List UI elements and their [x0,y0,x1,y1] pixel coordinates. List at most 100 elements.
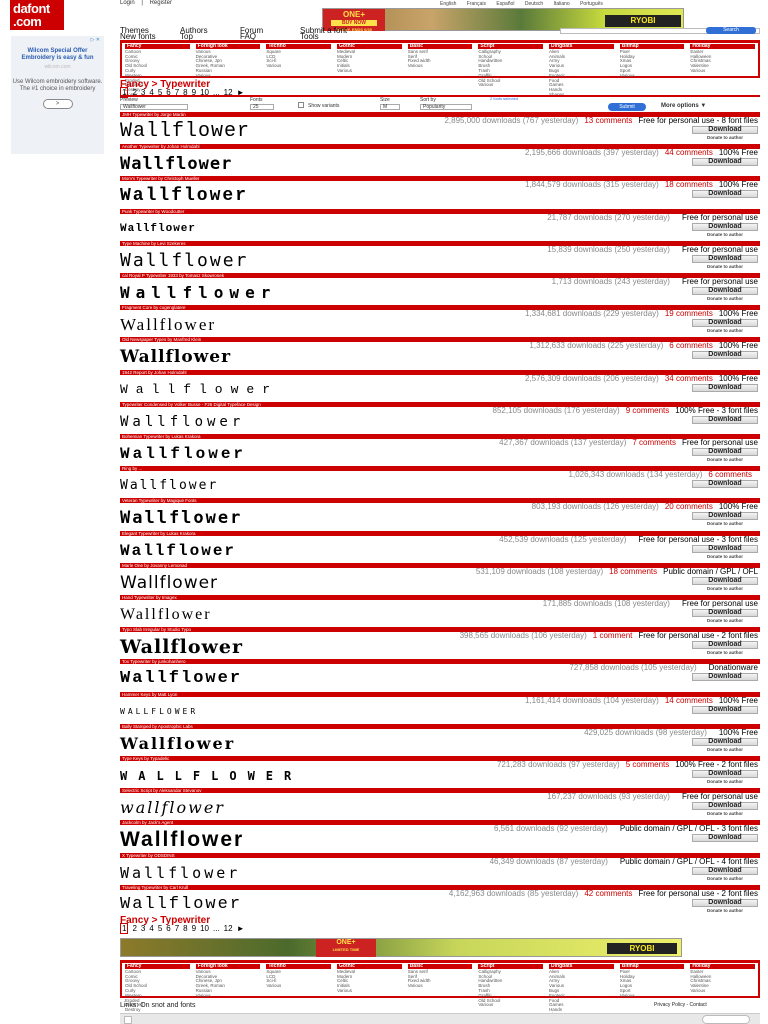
font-title-author[interactable]: Hand Typewriter by Imagex [120,595,760,600]
language-en[interactable]: English [440,1,457,7]
download-button[interactable]: Download [692,512,758,520]
category-link[interactable]: Xmas [619,978,632,984]
category-link[interactable]: Graffiti [478,72,492,78]
category-link[interactable]: Initials [337,63,350,69]
more-options-toggle[interactable]: More options ▼ [661,103,707,109]
category-link[interactable]: Square [266,968,281,974]
font-title-author[interactable]: Mom's Typewriter by Christoph Mueller [120,176,760,181]
download-button[interactable]: Download [692,416,758,424]
font-preview-image[interactable]: Wallflower [120,250,249,271]
download-button[interactable]: Download [692,867,758,875]
comment-count-link[interactable]: 5 comments [625,760,670,769]
download-button[interactable]: Download [692,738,758,746]
download-button[interactable]: Download [692,223,758,231]
page-link[interactable]: 12 [223,924,233,933]
comment-count-link[interactable]: 34 comments [664,374,713,383]
donate-link[interactable]: Donate to author [707,232,743,237]
font-preview-image[interactable]: WALLFLOWER [120,769,303,783]
font-preview-image[interactable]: Wallflower [120,478,219,493]
font-title-author[interactable]: Old Newspaper Types by Manfred Klein [120,337,760,342]
category-link[interactable]: Handwritten [478,978,503,984]
page-link[interactable]: 5 [157,924,163,933]
comment-count-link[interactable]: 13 comments [584,116,633,125]
page-link[interactable]: 2 [132,88,137,97]
font-title-author[interactable]: Elegant Typewriter by Lukas Krakora [120,531,760,536]
category-link[interactable]: Sci-fi [266,978,277,984]
category-link[interactable]: Xmas [619,58,632,64]
page-link[interactable]: ... [212,88,220,97]
category-link[interactable]: Modern [337,973,353,979]
category-link[interactable]: Various [407,63,423,69]
category-link[interactable]: Various [549,983,564,989]
donate-link[interactable]: Donate to author [707,779,743,784]
comment-count-link[interactable]: 1 comment [592,631,633,640]
category-link[interactable]: Various [690,987,706,993]
donate-link[interactable]: Donate to author [707,135,743,140]
font-title-author[interactable]: Hammer Keys by Matt Lyon [120,692,760,697]
breadcrumb[interactable]: Fancy > Typewriter [120,79,211,90]
menu-submit-font[interactable]: Submit a font [300,26,348,35]
donate-link[interactable]: Donate to author [707,586,743,591]
font-title-author[interactable]: JMH Typewriter by Jorge Marán [120,112,760,117]
font-preview-image[interactable]: Wallflower [120,315,217,334]
font-preview-image[interactable]: Wallflower [120,895,243,914]
download-button[interactable]: Download [692,255,758,263]
donate-link[interactable]: Donate to author [707,811,743,816]
download-button[interactable]: Download [692,770,758,778]
font-title-author[interactable]: Fragment Core by cogenglatere [120,305,760,310]
font-title-author[interactable]: Marle One by Jovanny Lemonad [120,563,760,568]
category-link[interactable]: Various [407,983,423,989]
font-preview-image[interactable]: Wallflower [120,154,233,174]
category-link[interactable]: Sans serif [407,48,428,54]
category-link[interactable]: Pixel [619,48,630,54]
font-preview-image[interactable]: Wallflower [120,864,241,882]
category-link[interactable]: Brush [478,63,491,69]
page-link[interactable]: 3 [140,924,146,933]
font-title-author[interactable]: X Typewriter by ODSDINS [120,853,760,858]
font-title-author[interactable]: Punk Typewriter by Woodcutter [120,209,760,214]
category-link[interactable]: Food [549,997,560,1003]
comment-count-link[interactable]: 6 comments [669,341,713,350]
category-link[interactable]: Esoteric [549,992,566,998]
download-button[interactable]: Download [692,190,758,198]
footer-square-icon[interactable] [124,1016,132,1024]
category-link[interactable]: Medieval [337,968,356,974]
category-heading[interactable]: Gothic [337,44,402,49]
font-preview-image[interactable]: Wallflower [120,382,279,397]
download-button[interactable]: Download [692,673,758,681]
category-heading[interactable]: Holiday [690,964,756,969]
comment-count-link[interactable]: 9 comments [625,406,670,415]
menu-tools[interactable]: Tools [300,32,319,41]
page-link[interactable]: ► [236,924,245,933]
download-button[interactable]: Download [692,577,758,585]
comment-count-link[interactable]: 42 comments [584,889,633,898]
font-preview-image[interactable]: WALLFLOWER [120,707,199,716]
category-link[interactable]: Russian [195,67,212,73]
category-link[interactable]: Games [549,1002,564,1008]
font-title-author[interactable]: Type Machine by Levi Szekeres [120,241,760,246]
page-link[interactable]: ► [236,88,245,97]
language-pt[interactable]: Português [580,1,603,7]
download-button[interactable]: Download [692,287,758,295]
page-link[interactable]: 2 [132,924,137,933]
comment-count-link[interactable]: 18 comments [609,567,658,576]
page-link[interactable]: 6 [166,924,171,933]
comment-count-link[interactable]: 20 comments [664,502,713,511]
category-link[interactable]: School [478,973,493,979]
comment-count-link[interactable]: 44 comments [664,148,713,157]
submit-button[interactable]: Submit [608,103,646,111]
category-link[interactable]: LCD [266,53,276,59]
menu-faq[interactable]: FAQ [240,32,257,41]
category-link[interactable]: Celtic [337,978,349,984]
category-link[interactable]: Various [690,67,706,73]
category-link[interactable]: Serif [407,973,417,979]
download-button[interactable]: Download [692,158,758,166]
category-link[interactable]: Sport [619,67,631,73]
category-heading[interactable]: Fancy [125,44,190,49]
category-link[interactable]: Curly [125,987,136,993]
category-link[interactable]: Medieval [337,48,356,54]
page-link[interactable]: 3 [140,88,146,97]
category-link[interactable]: Easter [690,968,704,974]
category-heading[interactable]: Script [478,964,544,969]
page-link[interactable]: 12 [223,88,233,97]
